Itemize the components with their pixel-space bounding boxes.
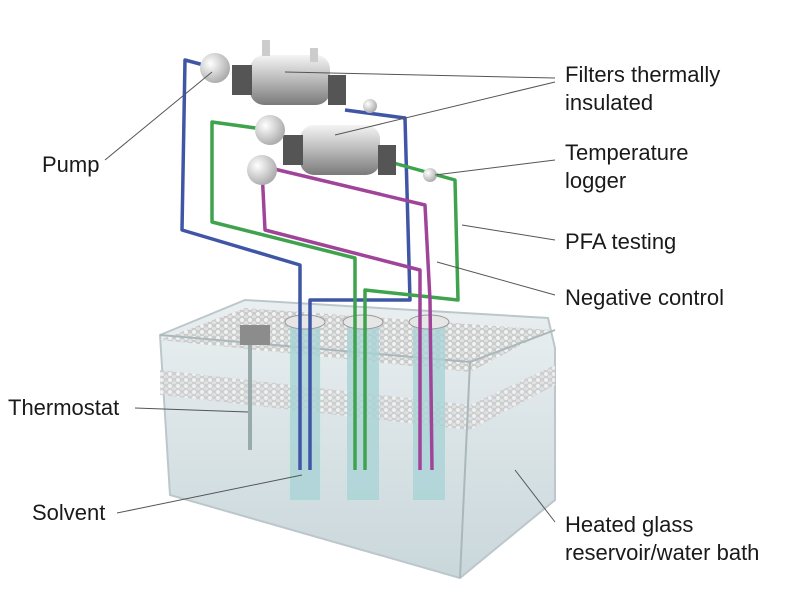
label-reservoir-line2: reservoir/water bath [565,540,760,565]
label-pfa-testing: PFA testing [565,229,677,254]
filters [232,40,396,175]
label-filters: Filters thermally insulated [565,61,720,117]
label-solvent: Solvent [32,500,106,525]
label-pump: Pump [42,152,100,177]
label-negative-control: Negative control [565,285,724,310]
label-temperature-line1: Temperature [565,140,689,165]
label-temperature-logger: Temperature logger [565,139,689,195]
label-reservoir-line1: Heated glass [565,512,694,537]
leader-lines [104,71,556,523]
temperature-logger-2 [423,168,437,182]
filter-1 [250,55,330,105]
filter-2 [300,125,380,175]
temperature-logger-1 [363,99,377,113]
label-filters-line2: insulated [565,90,654,115]
blue-tubing [180,58,302,470]
label-thermostat: Thermostat [8,395,120,420]
thermostat-device [240,325,270,345]
purple-tubing [260,169,422,470]
label-filters-line1: Filters thermally [565,62,721,87]
label-reservoir: Heated glass reservoir/water bath [565,511,759,567]
green-tubing [210,120,357,470]
pump-green [255,115,285,145]
label-temperature-line2: logger [565,168,627,193]
pump-purple [247,155,277,185]
